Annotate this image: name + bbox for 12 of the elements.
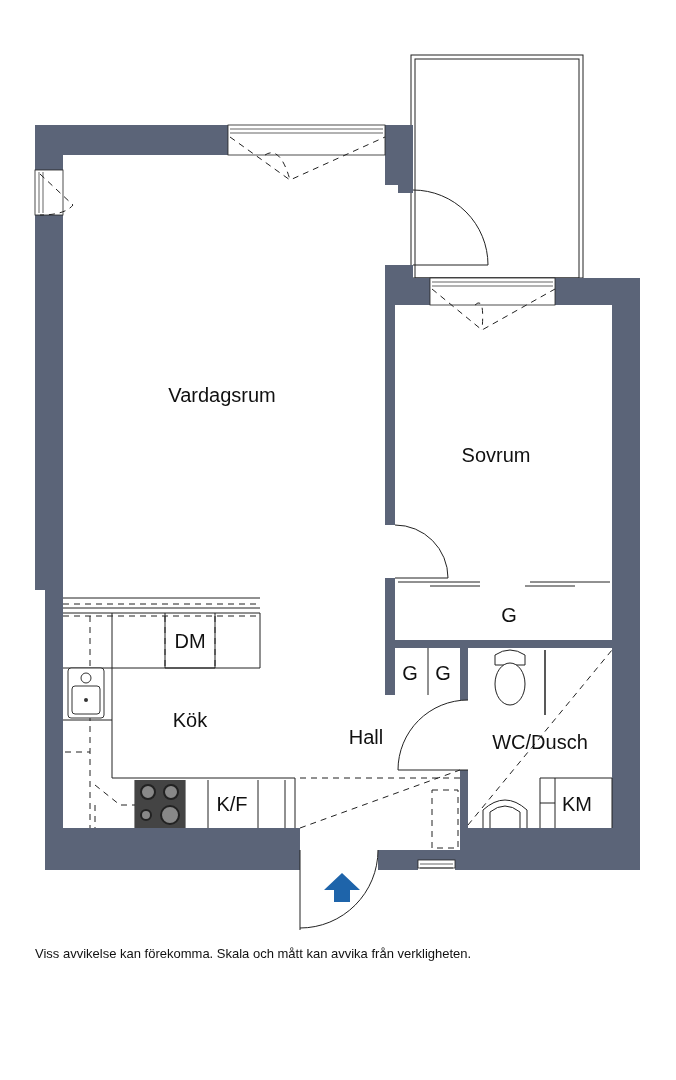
closet-label: G (501, 605, 517, 625)
room-label: WC/Dusch (492, 732, 588, 752)
room-label: Hall (348, 727, 384, 747)
room-label: Kök (172, 710, 208, 730)
closet-label: G (435, 663, 451, 683)
room-label: Vardagsrum (168, 385, 276, 405)
appliance-label: KM (562, 794, 592, 814)
closet-label: G (402, 663, 418, 683)
appliance-label: DM (174, 631, 206, 651)
disclaimer-note: Viss avvikelse kan förekomma. Skala och mått kan avvika från verkligheten. (35, 946, 472, 961)
appliance-label: K/F (216, 794, 248, 814)
room-label: Sovrum (461, 445, 531, 465)
